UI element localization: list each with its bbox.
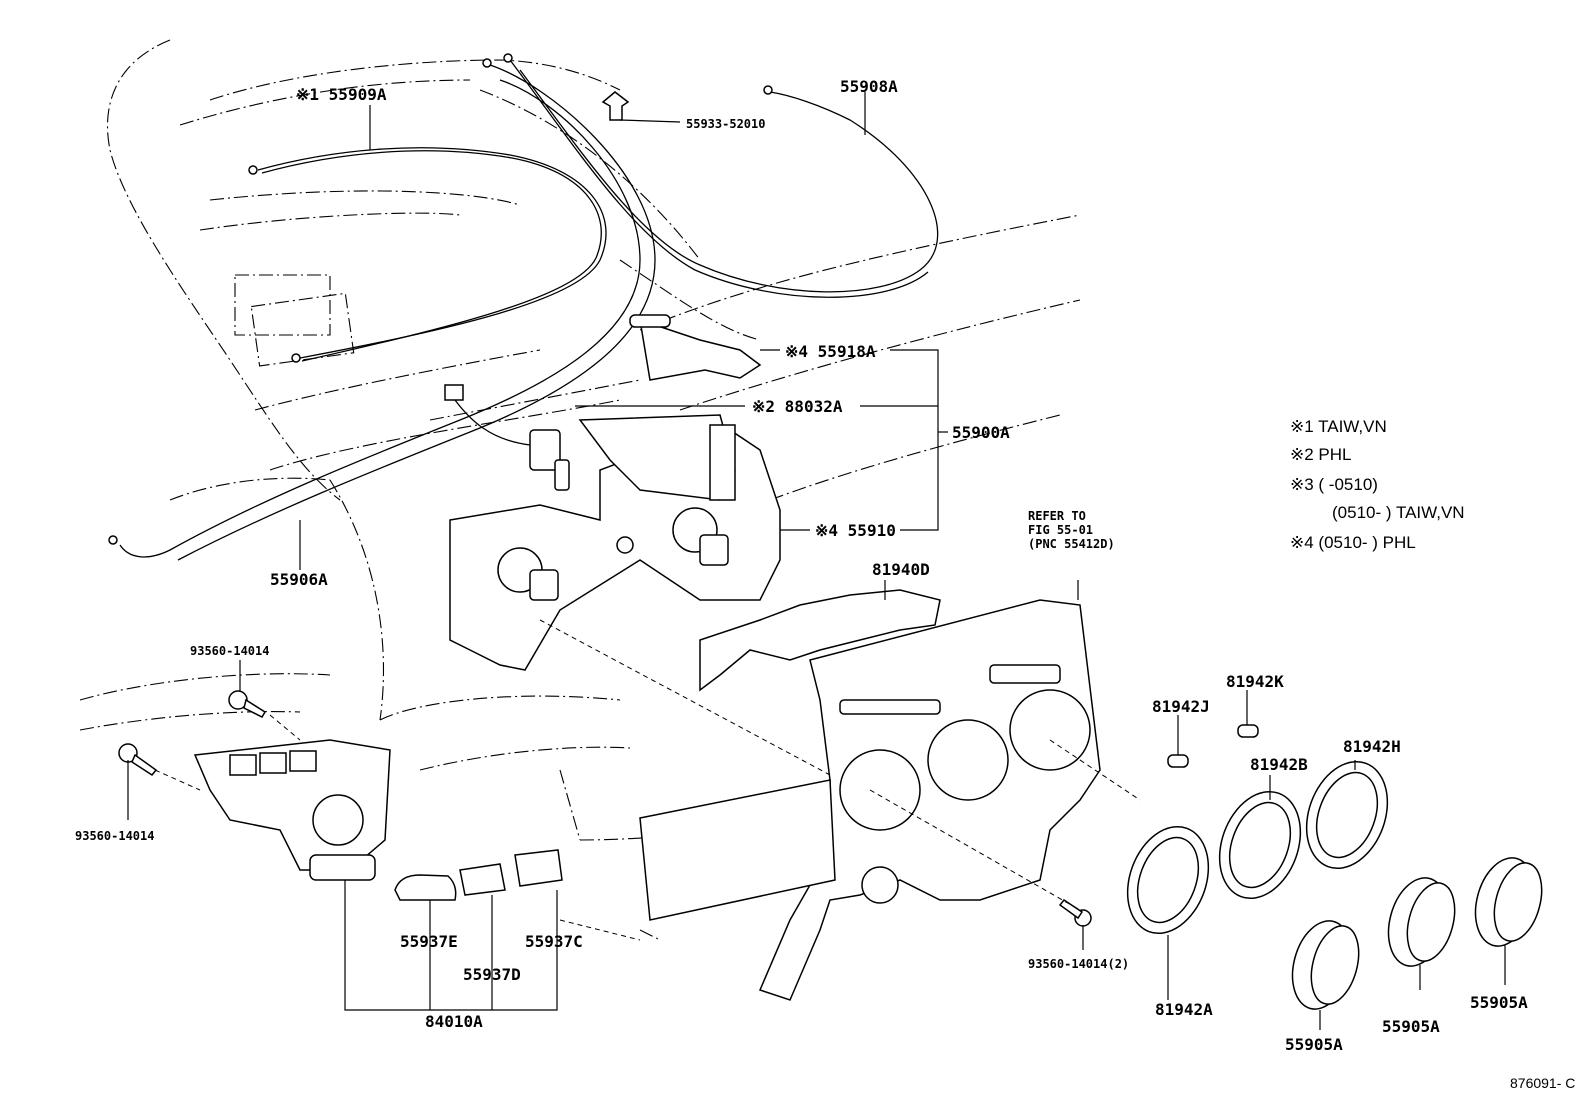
knob-55937e	[394, 874, 457, 901]
label-55937e: 55937E	[400, 932, 458, 951]
label-81942j: 81942J	[1152, 697, 1210, 716]
knob-55937c	[514, 849, 563, 887]
figure-id: 876091- C	[1510, 1075, 1575, 1091]
label-55900a: 55900A	[952, 423, 1010, 442]
note-line-3: ※3 ( -0510)	[1290, 475, 1378, 494]
label-55905a-1: 55905A	[1285, 1035, 1343, 1054]
cluster-panel	[639, 599, 1101, 1001]
note-line-4: (0510- ) TAIW,VN	[1332, 503, 1465, 522]
label-93560-14014-2: 93560-14014(2)	[1028, 957, 1129, 971]
ring-81942a	[1126, 825, 1210, 935]
label-55905a-3: 55905A	[1470, 993, 1528, 1012]
knob-55905a-1	[1291, 920, 1360, 1010]
label-55937c: 55937C	[525, 932, 583, 951]
refer-line-2: FIG 55-01	[1028, 523, 1093, 537]
ring-81942b	[1218, 790, 1302, 900]
label-88032a: ※2 88032A	[752, 397, 843, 416]
screw-93560-right	[1058, 898, 1092, 927]
note-line-1: ※1 TAIW,VN	[1290, 417, 1387, 436]
label-93560-14014-left: 93560-14014	[75, 829, 154, 843]
label-81942k: 81942K	[1226, 672, 1284, 691]
bezel-81940d	[699, 589, 941, 692]
screw-93560-top	[228, 690, 267, 718]
label-81942h: 81942H	[1343, 737, 1401, 756]
knob-55937d	[459, 863, 506, 896]
pad-81942j	[1167, 754, 1189, 768]
screw-93560-left	[118, 743, 158, 776]
blower-switch-84010a	[193, 739, 391, 881]
cable-55906a	[108, 58, 656, 561]
sensor-88032a	[444, 384, 570, 491]
label-55937d: 55937D	[463, 965, 521, 984]
assembly-lines	[154, 619, 1141, 941]
label-93560-14014-top: 93560-14014	[190, 644, 269, 658]
refer-line-1: REFER TO	[1028, 509, 1086, 523]
refer-line-3: (PNC 55412D)	[1028, 537, 1115, 551]
note-line-2: ※2 PHL	[1290, 445, 1352, 464]
label-55905a-2: 55905A	[1382, 1017, 1440, 1036]
note-line-5: ※4 (0510- ) PHL	[1290, 533, 1416, 552]
knob-55905a-3	[1474, 857, 1543, 947]
dashboard-outline	[79, 39, 1081, 941]
cable-55909a	[248, 147, 607, 363]
label-81942b: 81942B	[1250, 755, 1308, 774]
label-55933-52010: 55933-52010	[686, 117, 765, 131]
label-81942a: 81942A	[1155, 1000, 1213, 1019]
leader-lines	[127, 92, 1506, 1030]
pad-81942k	[1237, 724, 1259, 738]
lever-55918a	[629, 314, 762, 381]
clip-55933	[601, 91, 630, 121]
label-84010a: 84010A	[425, 1012, 483, 1031]
ring-81942h	[1305, 760, 1389, 870]
label-55908a: 55908A	[840, 77, 898, 96]
label-55906a: 55906A	[270, 570, 328, 589]
label-81940d: 81940D	[872, 560, 930, 579]
control-head-55900a	[449, 414, 781, 671]
label-55918a: ※4 55918A	[785, 342, 876, 361]
knob-55905a-2	[1387, 877, 1456, 967]
label-55910: ※4 55910	[815, 521, 896, 540]
label-55909a: ※1 55909A	[296, 85, 387, 104]
cable-55908a	[503, 53, 939, 298]
